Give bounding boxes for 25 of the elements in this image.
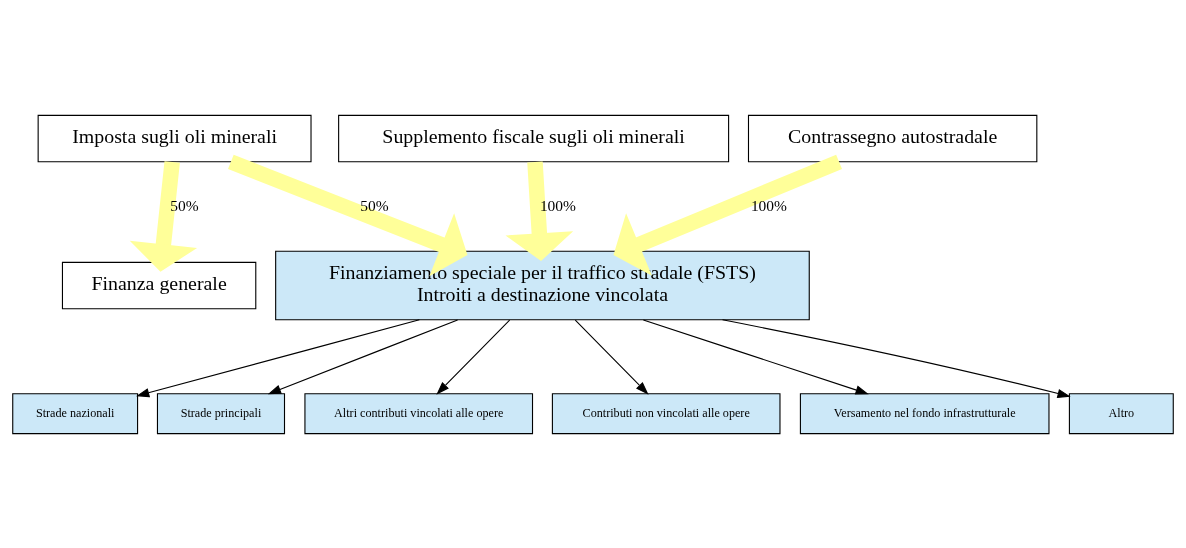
node-box: Finanziamento speciale per il traffico stradale (FSTS) Introiti a destinazione vincolata	[275, 250, 810, 320]
node-box: Contrassegno autostradale	[747, 114, 1038, 162]
edge-label: 50%	[170, 196, 199, 214]
arrow	[574, 319, 649, 395]
node-box: Altro	[1068, 392, 1174, 434]
arrow	[129, 160, 198, 272]
node-box: Strade nazionali	[12, 392, 139, 434]
arrow	[267, 318, 459, 394]
arrow	[642, 318, 869, 394]
node-box: Supplemento fiscale sugli oli minerali	[338, 114, 730, 162]
arrow	[505, 161, 574, 261]
node-box: Contributi non vincolati alle opere	[551, 392, 781, 434]
node-box: Strade principali	[156, 392, 286, 434]
arrow	[722, 318, 1071, 398]
node-box: Versamento nel fondo infrastrutturale	[799, 392, 1050, 434]
edge-label: 100%	[750, 196, 787, 214]
node-box: Imposta sugli oli minerali	[37, 114, 312, 162]
node-box: Altri contributi vincolati alle opere	[304, 392, 534, 434]
edge-label: 100%	[539, 196, 576, 214]
arrow	[136, 318, 420, 397]
edge-label: 50%	[360, 196, 389, 214]
arrow	[613, 154, 843, 276]
arrow	[436, 319, 511, 395]
node-box: Finanza generale	[61, 261, 257, 309]
arrow	[228, 154, 468, 276]
